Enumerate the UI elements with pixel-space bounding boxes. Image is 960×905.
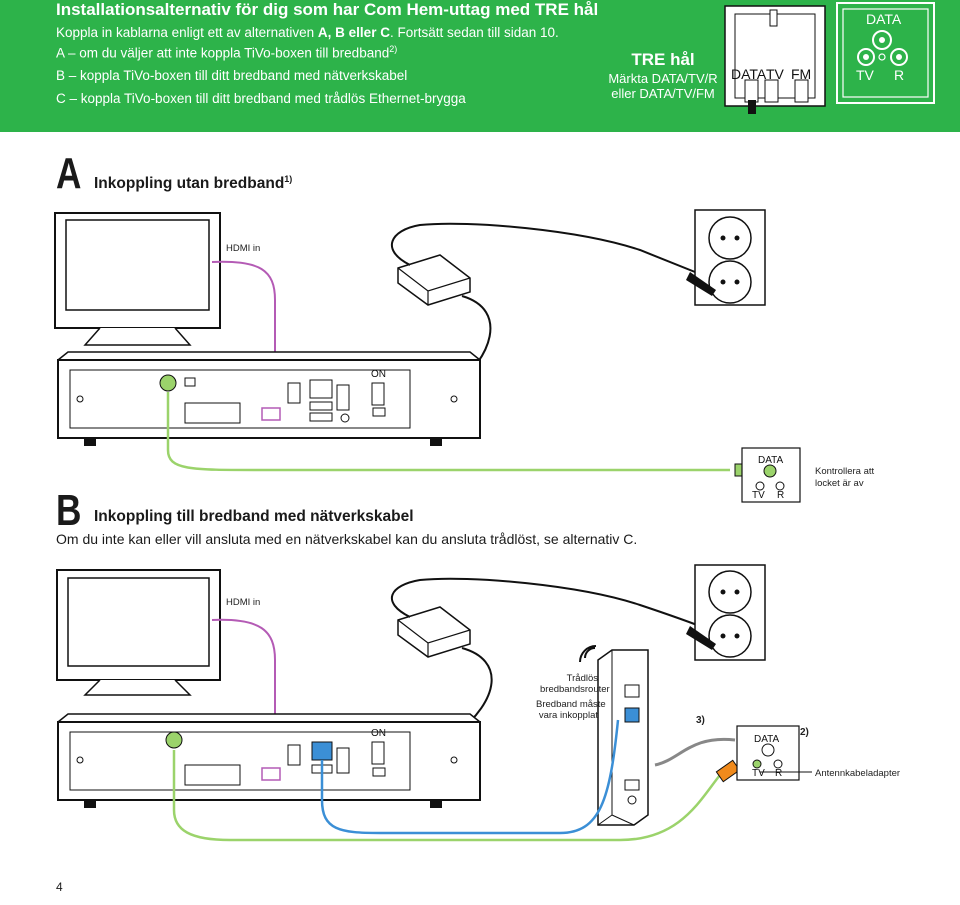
option-text: koppla TiVo-boxen till ditt bredband med… [80, 91, 466, 106]
antenna-adapter-label: Antennkabeladapter [815, 768, 901, 779]
hdmi-cable-b [211, 618, 276, 735]
hdmi-in-label-b: HDMI in [226, 597, 261, 608]
tre-hal-label: TRE hål Märkta DATA/TV/R eller DATA/TV/F… [598, 50, 728, 101]
power-outlet-b-icon [686, 564, 766, 661]
socket-label-tv: TV [752, 490, 765, 501]
option-letter: A [56, 45, 65, 61]
socket-label-data: DATA [754, 734, 780, 745]
wireless-router-icon [597, 649, 649, 826]
power-outlet-a-icon [686, 209, 766, 306]
page-subtitle: Koppla in kablarna enligt ett av alterna… [56, 25, 559, 40]
subtitle-prefix: Koppla in kablarna enligt ett av alterna… [56, 25, 318, 40]
power-cord-a [390, 222, 711, 279]
page-number: 4 [56, 880, 63, 894]
tre-line2: eller DATA/TV/FM [611, 86, 715, 101]
option-text: om du väljer att inte koppla TiVo-boxen … [79, 45, 390, 61]
socket-label-tv: TV [856, 67, 875, 83]
hdmi-cable-a [211, 260, 276, 380]
subtitle-suffix: . Fortsätt sedan till sidan 10. [389, 25, 559, 40]
subtitle-bold: A, B eller C [317, 25, 390, 40]
router-note-line2: vara inkopplat [538, 710, 598, 721]
option-text: koppla TiVo-boxen till ditt bredband med… [80, 68, 408, 83]
footnote-marker-3: 3) [696, 715, 705, 726]
wall-socket-dtr-icon: DATA TV R [836, 2, 935, 104]
tre-line1: Märkta DATA/TV/R [608, 71, 718, 86]
router-note-line1: Bredband måste [536, 699, 606, 710]
coax-cable-b [172, 750, 721, 842]
section-a-letter: A [56, 149, 82, 198]
router-label-line1: Trådlös [566, 673, 598, 684]
power-adapter-b-icon [397, 606, 471, 658]
section-b-subtitle: Om du inte kan eller vill ansluta med en… [56, 531, 638, 547]
socket-label-tv: TV [752, 768, 765, 779]
data-cable-b [654, 737, 736, 767]
option-letter: C [56, 91, 66, 106]
section-a-title: Inkoppling utan bredband1) [94, 174, 292, 193]
socket-label-tv: TV [766, 66, 785, 82]
tivo-box-b-icon [57, 713, 481, 808]
wall-socket-b-icon: DATA TV R [736, 725, 800, 781]
section-a-title-text: Inkoppling utan bredband [94, 175, 285, 193]
tv-a-icon [54, 212, 221, 346]
socket-label-r: R [775, 768, 782, 779]
tivo-box-a-icon [57, 351, 481, 446]
option-footnote: 2) [389, 44, 398, 54]
on-label-b: ON [371, 728, 386, 739]
coax-cable-a [166, 392, 730, 472]
page-title: Installationsalternativ för dig som har … [56, 0, 599, 19]
section-b-letter: B [56, 486, 82, 535]
antenna-adapter-icon [715, 759, 741, 783]
hdmi-in-label-a: HDMI in [226, 243, 261, 254]
option-b: B – koppla TiVo-boxen till ditt bredband… [56, 68, 408, 83]
socket-label-fm: FM [791, 66, 811, 82]
socket-label-data: DATA [758, 455, 784, 466]
footnote-marker-2: 2) [800, 727, 809, 738]
socket-label-r: R [777, 490, 784, 501]
option-c: C – koppla TiVo-boxen till ditt bredband… [56, 91, 466, 106]
on-label-a: ON [371, 369, 386, 380]
socket-label-data: DATA [731, 66, 767, 82]
tre-title: TRE hål [631, 50, 695, 69]
wall-socket-dtf-icon: DATA TV FM [724, 5, 826, 114]
section-b-title: Inkoppling till bredband med nätverkskab… [94, 508, 414, 525]
option-a: A – om du väljer att inte koppla TiVo-bo… [56, 44, 398, 61]
power-adapter-a-icon [397, 254, 471, 306]
router-label-line2: bredbandsrouter [540, 684, 610, 695]
power-cord-b [390, 577, 711, 631]
wall-socket-a-icon: DATA TV R [741, 447, 801, 503]
ethernet-cable-b [320, 719, 620, 835]
wifi-icon [579, 645, 597, 663]
socket-note-line1: Kontrollera att [815, 466, 875, 477]
option-letter: B [56, 68, 66, 83]
tv-b-icon [56, 569, 221, 696]
socket-label-r: R [894, 67, 904, 83]
socket-note-line2: locket är av [815, 478, 864, 489]
socket-label-data: DATA [866, 11, 902, 27]
section-a-footnote: 1) [284, 174, 293, 184]
